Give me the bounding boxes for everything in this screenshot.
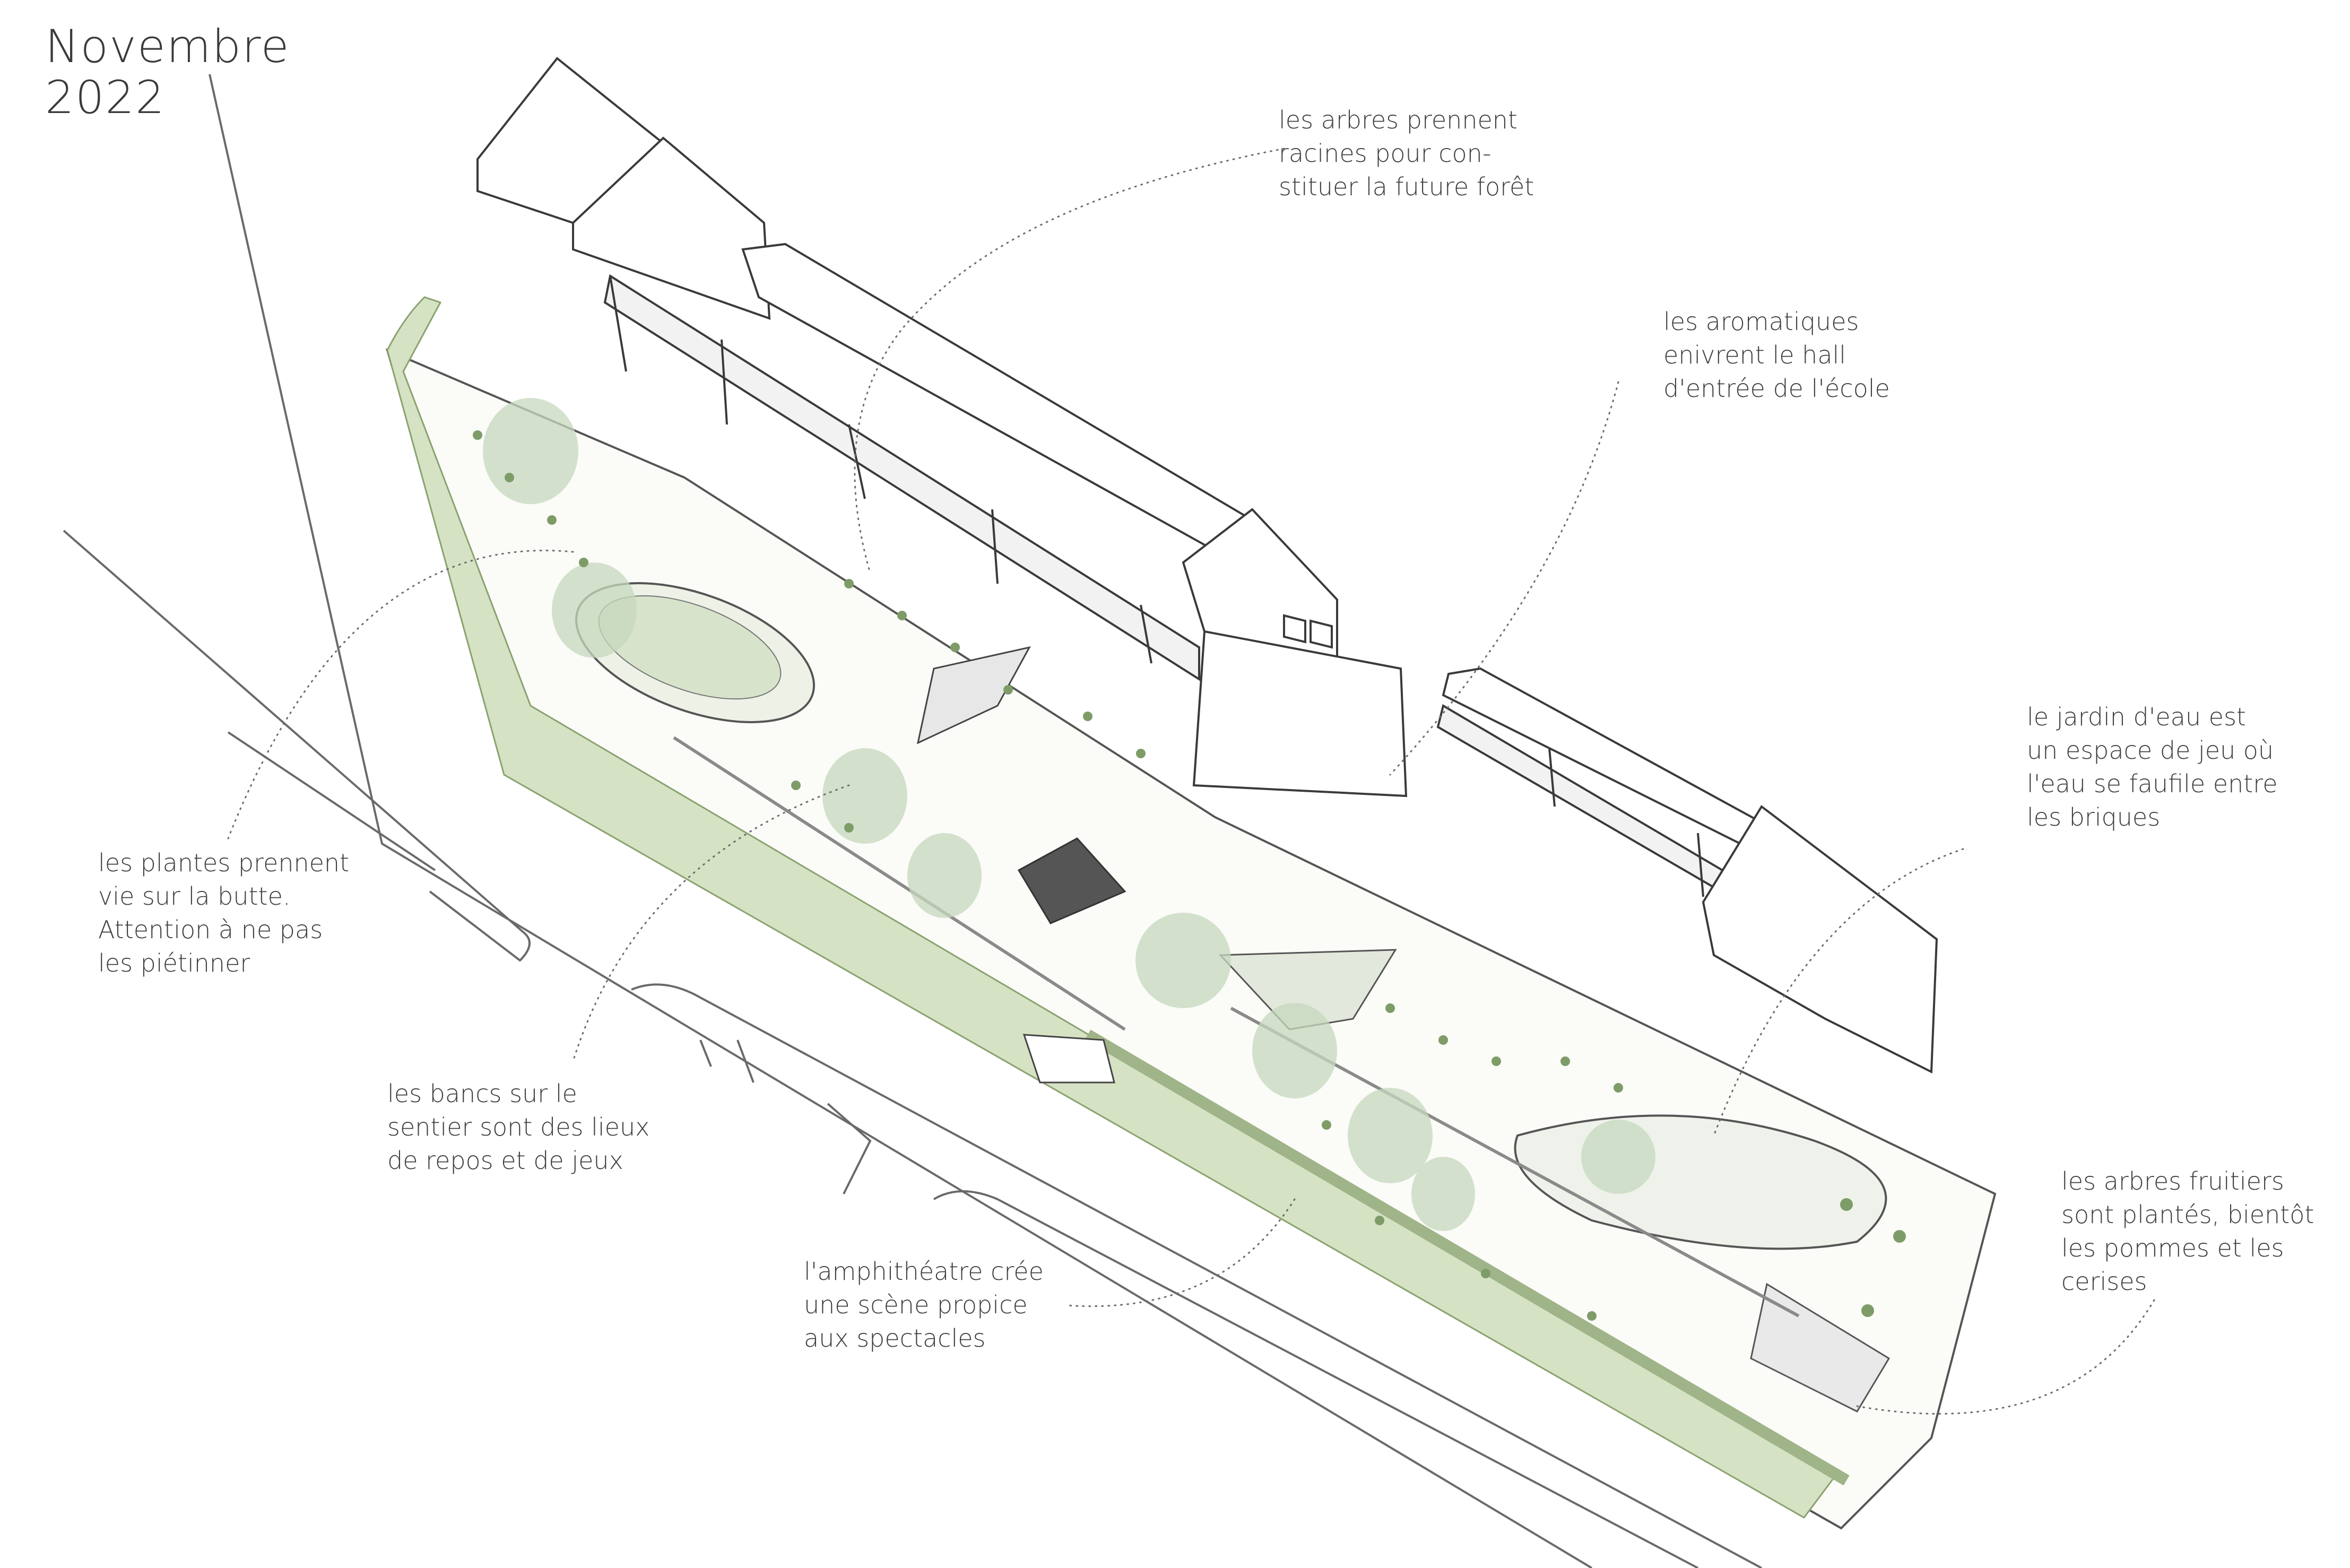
title-line-2: 2022 xyxy=(45,71,166,124)
annotation-line: racines pour con- xyxy=(1279,139,1491,168)
annotation-benches: les bancs sur le sentier sont des lieux … xyxy=(387,1077,649,1177)
annotation-line: sentier sont des lieux xyxy=(387,1113,650,1141)
annotation-line: de repos et de jeux xyxy=(387,1146,623,1175)
school-building xyxy=(476,57,1938,1074)
annotation-line: Attention à ne pas xyxy=(98,915,323,944)
annotation-amphitheatre: l'amphithéatre crée une scène propice au… xyxy=(804,1255,1044,1355)
annotation-line: les briques xyxy=(2027,803,2161,831)
annotation-butte: les plantes prennent vie sur la butte. A… xyxy=(98,846,349,980)
annotation-line: les arbres prennent xyxy=(1279,106,1517,134)
planting-dots xyxy=(473,430,1906,1321)
annotation-line: le jardin d'eau est xyxy=(2027,703,2246,731)
annotation-line: stituer la future forêt xyxy=(1279,172,1534,201)
annotation-line: les bancs sur le xyxy=(387,1079,577,1108)
annotation-water-garden: le jardin d'eau est un espace de jeu où … xyxy=(2027,700,2278,834)
annotation-fruit-trees: les arbres fruitiers sont plantés, bient… xyxy=(2061,1165,2314,1298)
annotation-line: l'eau se faufile entre xyxy=(2027,769,2278,798)
annotation-line: les pommes et les xyxy=(2061,1234,2284,1262)
annotation-trees: les arbres prennent racines pour con- st… xyxy=(1279,103,1534,204)
annotation-aromatics: les aromatiques enivrent le hall d'entré… xyxy=(1663,305,1890,405)
annotation-line: l'amphithéatre crée xyxy=(804,1257,1044,1286)
street-lines xyxy=(63,74,1762,1568)
annotation-line: cerises xyxy=(2061,1267,2147,1296)
annotation-line: les plantes prennent xyxy=(98,848,350,877)
annotation-line: un espace de jeu où xyxy=(2027,736,2274,765)
annotation-line: sont plantés, bientôt xyxy=(2061,1200,2314,1229)
annotation-line: les arbres fruitiers xyxy=(2061,1167,2284,1196)
annotation-line: d'entrée de l'école xyxy=(1663,374,1890,403)
annotation-line: aux spectacles xyxy=(804,1324,986,1353)
title-line-1: Novembre xyxy=(45,20,290,73)
annotation-line: les piétinner xyxy=(98,949,250,977)
page-title: Novembre 2022 xyxy=(45,21,290,123)
leader-lines xyxy=(227,148,2155,1415)
annotation-line: enivrent le hall xyxy=(1663,341,1846,369)
annotation-line: vie sur la butte. xyxy=(98,882,291,911)
annotation-line: les aromatiques xyxy=(1663,307,1859,336)
annotation-line: une scène propice xyxy=(804,1290,1028,1319)
